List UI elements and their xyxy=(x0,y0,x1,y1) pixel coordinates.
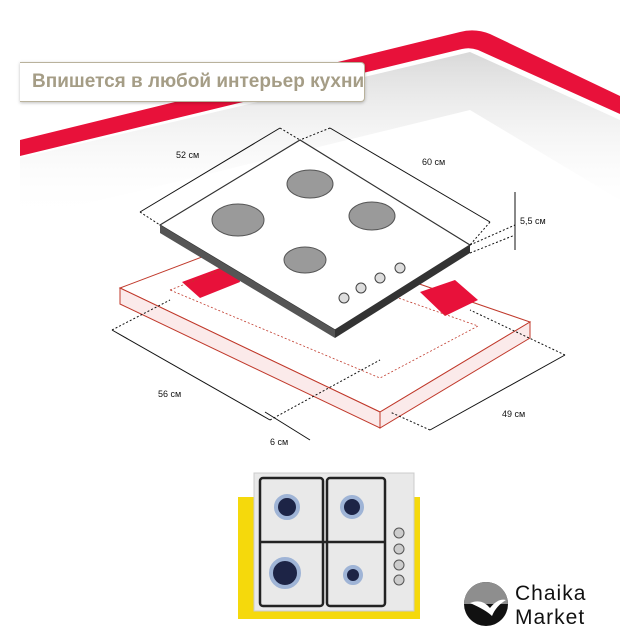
headline: Впишется в любой интерьер кухни xyxy=(32,71,365,92)
dim-label-52: 52 см xyxy=(176,150,200,160)
dimension-lines xyxy=(111,127,566,441)
dim-label-6: 6 см xyxy=(270,437,289,447)
dim-label-49: 49 см xyxy=(502,409,526,419)
dim-label-60: 60 см xyxy=(422,157,446,167)
band-shadow xyxy=(20,52,620,220)
dim-label-5-5: 5,5 см xyxy=(520,216,546,226)
headline-banner: Впишется в любой интерьер кухни xyxy=(20,62,365,102)
chaika-market-logo-icon xyxy=(464,582,508,626)
dim-label-56: 56 см xyxy=(158,389,182,399)
hob-drawing xyxy=(158,139,472,338)
logo-text-line1: Chaika xyxy=(515,582,587,605)
hob-photo xyxy=(253,472,415,612)
logo-text-line2: Market xyxy=(515,606,586,629)
